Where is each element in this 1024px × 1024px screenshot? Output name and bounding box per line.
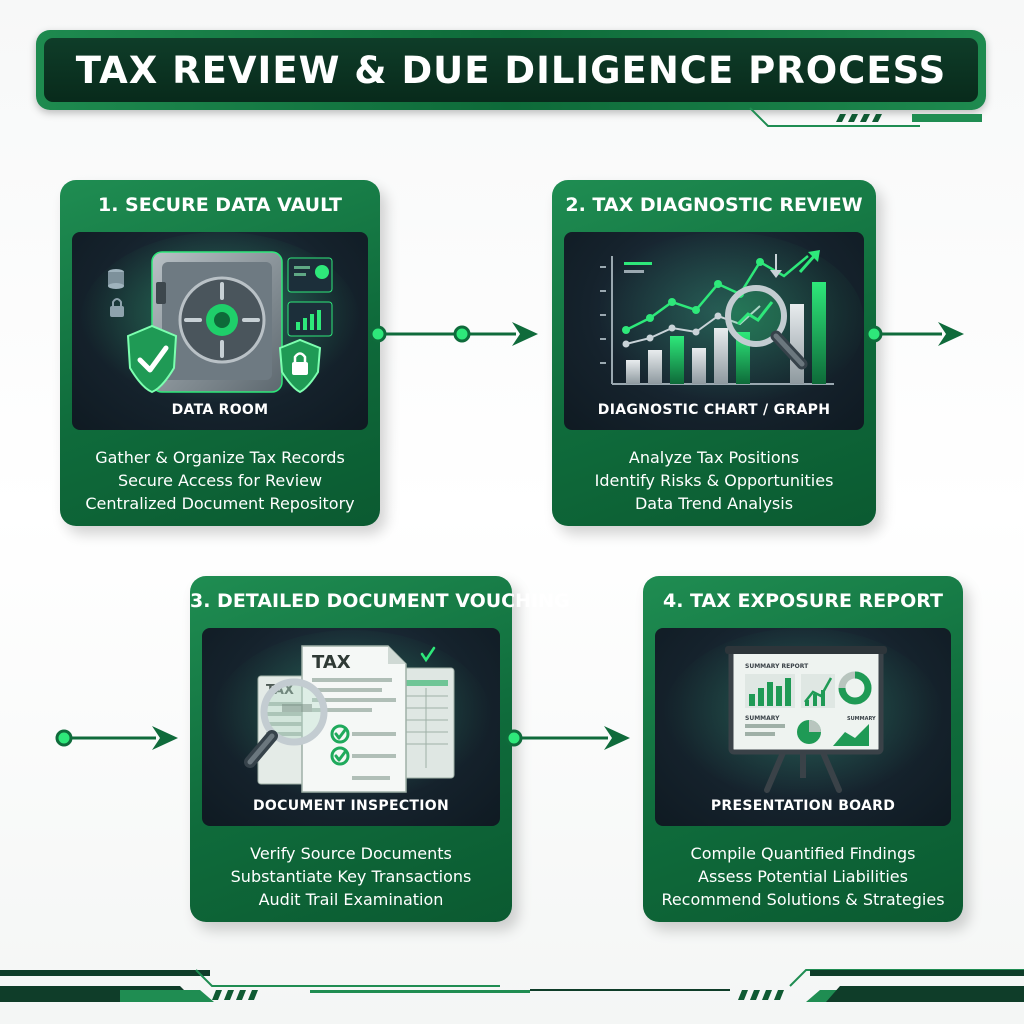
step-title: 3. DETAILED DOCUMENT VOUCHING <box>190 590 570 612</box>
step-image-label: PRESENTATION BOARD <box>710 798 896 814</box>
connector-arrow-2-out <box>865 322 964 346</box>
doc-front-text: TAX <box>312 652 351 673</box>
step-line: Data Trend Analysis <box>634 494 794 513</box>
title-banner: TAX REVIEW & DUE DILIGENCE PROCESS <box>36 30 986 110</box>
step-description: Verify Source Documents Substantiate Key… <box>190 842 512 911</box>
board-text: SUMMARY <box>745 715 780 722</box>
step-title: 2. TAX DIAGNOSTIC REVIEW <box>565 194 863 216</box>
step-description: Compile Quantified Findings Assess Poten… <box>643 842 963 911</box>
step-line: Secure Access for Review <box>117 471 323 490</box>
step-line: Centralized Document Repository <box>85 494 355 513</box>
step-line: Compile Quantified Findings <box>690 844 916 863</box>
connector-arrow-in-3 <box>55 726 178 750</box>
step-description: Analyze Tax Positions Identify Risks & O… <box>552 446 876 515</box>
step-description: Gather & Organize Tax Records Secure Acc… <box>60 446 380 515</box>
footer-decoration <box>0 969 1024 1002</box>
board-text: SUMMARY <box>847 716 876 722</box>
step-card-2: 2. TAX DIAGNOSTIC REVIEW <box>552 180 876 526</box>
step-image-panel: DIAGNOSTIC CHART / GRAPH <box>564 232 864 430</box>
vault-icon <box>80 232 360 412</box>
document-magnifier-icon: TAX TAX <box>212 630 492 810</box>
step-image-panel: SUMMARY REPORT SUMMARY SUMMARY PRESENTAT… <box>655 628 951 826</box>
step-line: Assess Potential Liabilities <box>698 867 908 886</box>
step-image-label: DATA ROOM <box>171 402 269 418</box>
board-text: SUMMARY REPORT <box>745 663 809 670</box>
step-image-panel: TAX TAX DOCUMENT INSPECTION <box>202 628 500 826</box>
connector-arrow-3-4 <box>505 726 630 750</box>
step-card-1: 1. SECURE DATA VAULT <box>60 180 380 526</box>
step-line: Recommend Solutions & Strategies <box>661 890 945 909</box>
step-card-3: 3. DETAILED DOCUMENT VOUCHING TAX TAX <box>190 576 570 922</box>
presentation-board-icon: SUMMARY REPORT SUMMARY SUMMARY <box>663 628 943 808</box>
step-line: Identify Risks & Opportunities <box>594 471 834 490</box>
step-image-label: DOCUMENT INSPECTION <box>253 798 449 814</box>
step-image-panel: DATA ROOM <box>72 232 368 430</box>
step-card-4: 4. TAX EXPOSURE REPORT SUMMARY REPORT SU… <box>643 576 963 922</box>
chart-magnifier-icon <box>584 232 864 412</box>
connector-arrow-1-2 <box>369 322 538 346</box>
title-banner-inner: TAX REVIEW & DUE DILIGENCE PROCESS <box>44 38 978 102</box>
step-line: Audit Trail Examination <box>258 890 444 909</box>
step-title: 4. TAX EXPOSURE REPORT <box>663 590 943 612</box>
step-line: Analyze Tax Positions <box>628 448 800 467</box>
step-title: 1. SECURE DATA VAULT <box>97 194 342 216</box>
page-title: TAX REVIEW & DUE DILIGENCE PROCESS <box>75 48 947 92</box>
banner-decoration <box>749 107 982 127</box>
step-line: Substantiate Key Transactions <box>230 867 472 886</box>
step-line: Gather & Organize Tax Records <box>95 448 345 467</box>
step-line: Verify Source Documents <box>250 844 452 863</box>
step-image-label: DIAGNOSTIC CHART / GRAPH <box>597 402 831 418</box>
